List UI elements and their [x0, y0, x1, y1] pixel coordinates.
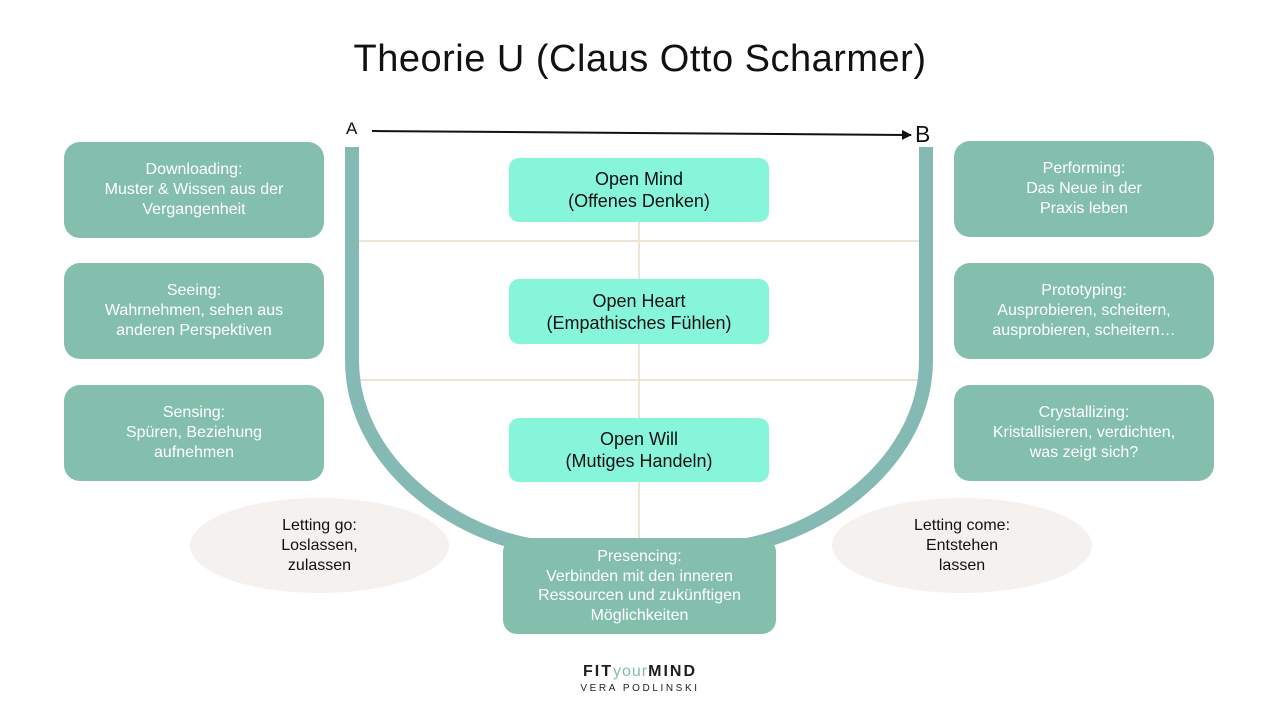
letting-go-oval: Letting go: Loslassen, zulassen	[190, 498, 449, 593]
letting-come-oval: Letting come: Entstehen lassen	[832, 498, 1092, 593]
downloading-box: Downloading: Muster & Wissen aus der Ver…	[64, 142, 324, 238]
logo-part-mind: MIND	[648, 663, 697, 680]
crystallizing-box: Crystallizing: Kristallisieren, verdicht…	[954, 385, 1214, 481]
page-title: Theorie U (Claus Otto Scharmer)	[353, 38, 927, 80]
open-will-box: Open Will (Mutiges Handeln)	[509, 418, 769, 482]
seeing-box: Seeing: Wahrnehmen, sehen aus anderen Pe…	[64, 263, 324, 359]
sensing-box: Sensing: Spüren, Beziehung aufnehmen	[64, 385, 324, 481]
performing-box: Performing: Das Neue in der Praxis leben	[954, 141, 1214, 237]
logo-subtitle: VERA PODLINSKI	[580, 683, 700, 694]
point-b-label: B	[915, 121, 931, 147]
open-heart-box: Open Heart (Empathisches Fühlen)	[509, 279, 769, 344]
prototyping-box: Prototyping: Ausprobieren, scheitern, au…	[954, 263, 1214, 359]
logo-part-fit: FIT	[582, 663, 613, 680]
presencing-box: Presencing: Verbinden mit den inneren Re…	[503, 538, 776, 634]
logo-wordmark: FITyourMIND	[0, 663, 1280, 681]
open-mind-box: Open Mind (Offenes Denken)	[509, 158, 769, 222]
point-a-label: A	[346, 119, 358, 138]
fityourmind-logo: FITyourMIND VERA PODLINSKI	[0, 663, 1280, 694]
logo-part-your: your	[612, 663, 649, 680]
a-to-b-arrow	[371, 129, 912, 140]
